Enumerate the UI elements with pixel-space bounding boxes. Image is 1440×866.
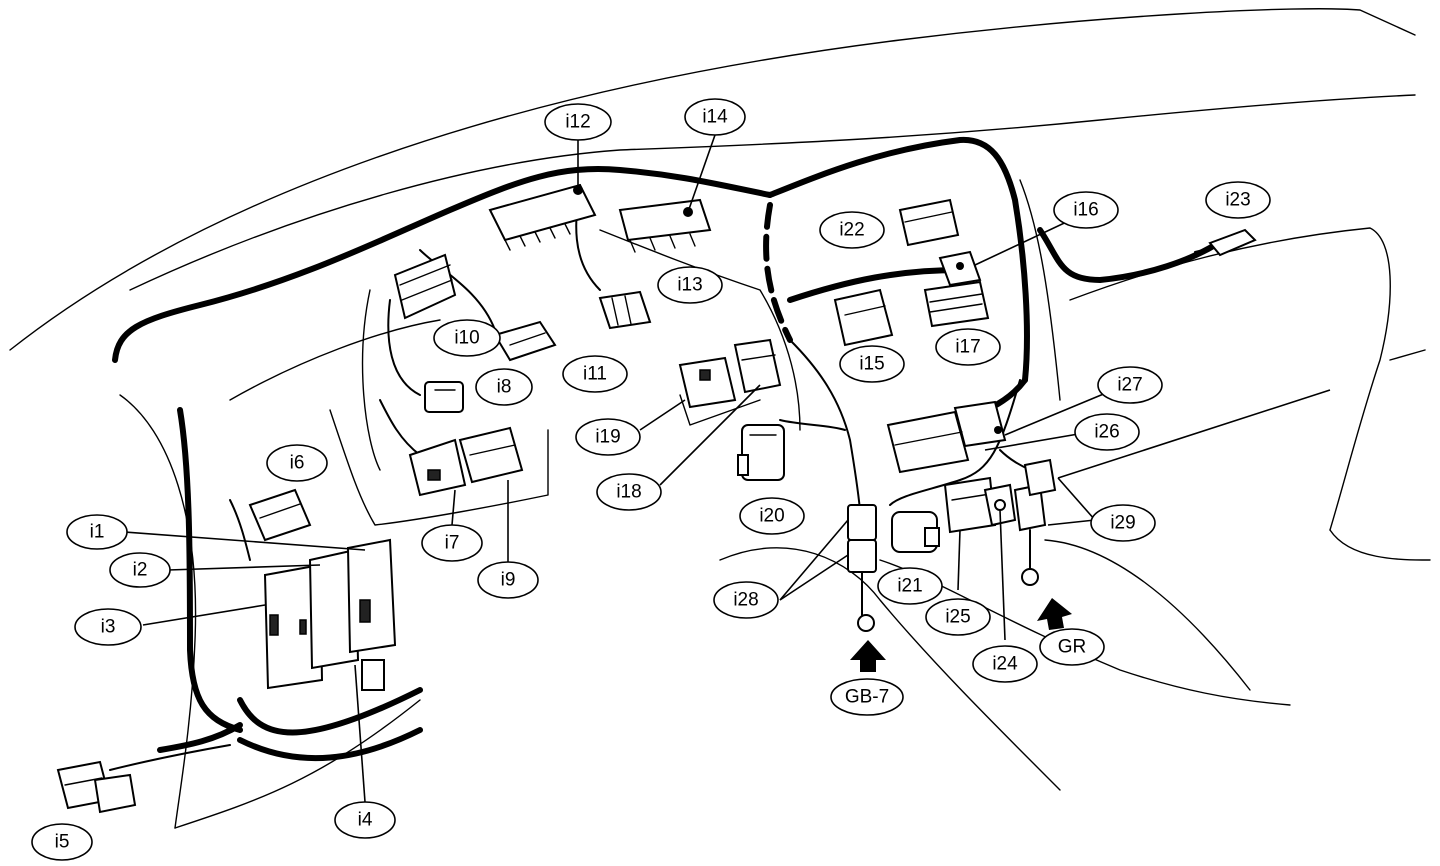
label-i26: i26: [1074, 413, 1140, 451]
label-i2: i2: [109, 552, 171, 588]
label-i12: i12: [544, 103, 612, 141]
connector-i7: [408, 438, 467, 497]
dashboard-outline: [9, 8, 1431, 829]
connector-i19: [678, 356, 737, 409]
gr-arrow-icon: [1037, 598, 1072, 630]
label-i22: i22: [819, 211, 885, 249]
label-i4: i4: [334, 801, 396, 839]
label-i18: i18: [596, 473, 662, 511]
label-text-i8: i8: [497, 377, 512, 398]
ground-arrows: [850, 598, 1072, 672]
connector-i29: [1013, 458, 1057, 586]
connector-i15: [833, 288, 894, 347]
label-text-gr: GR: [1058, 637, 1087, 658]
label-i20: i20: [739, 497, 805, 535]
label-text-i1: i1: [90, 522, 105, 543]
label-text-i22: i22: [839, 220, 864, 241]
label-text-i24: i24: [992, 654, 1018, 675]
label-text-i17: i17: [955, 337, 980, 358]
label-i8: i8: [475, 368, 533, 406]
connector-i21: [891, 511, 940, 553]
connector-i1-i4-block: [263, 538, 397, 691]
label-i5: i5: [31, 823, 93, 861]
label-text-i29: i29: [1110, 513, 1135, 534]
connector-i13: [598, 290, 652, 330]
label-text-gb7: GB-7: [845, 687, 889, 708]
label-text-i28: i28: [733, 590, 758, 611]
connector-i23: [1194, 228, 1257, 257]
label-text-i16: i16: [1073, 200, 1098, 221]
label-text-i7: i7: [445, 533, 460, 554]
connector-i22: [898, 198, 960, 247]
label-text-i14: i14: [702, 107, 728, 128]
label-i1: i1: [66, 514, 128, 550]
connector-i14: [618, 198, 712, 253]
label-text-i21: i21: [897, 576, 922, 597]
connector-i24: [983, 483, 1017, 527]
label-text-i15: i15: [859, 354, 884, 375]
connector-i16: [938, 250, 982, 287]
label-text-i26: i26: [1094, 422, 1119, 443]
connector-i8: [424, 381, 464, 413]
label-text-i20: i20: [759, 506, 784, 527]
label-i28: i28: [713, 581, 779, 619]
connector-i20: [737, 424, 785, 481]
connector-i11: [493, 320, 557, 362]
label-gb7: GB-7: [830, 678, 904, 716]
label-text-i23: i23: [1225, 190, 1250, 211]
label-i19: i19: [575, 418, 641, 456]
label-i13: i13: [657, 266, 723, 304]
label-text-i25: i25: [945, 607, 970, 628]
label-i27: i27: [1097, 366, 1163, 404]
label-text-i18: i18: [616, 482, 641, 503]
label-i15: i15: [839, 345, 905, 383]
connector-i17: [923, 280, 990, 328]
label-i7: i7: [421, 524, 483, 562]
label-i23: i23: [1205, 181, 1271, 219]
label-i11: i11: [562, 355, 628, 393]
label-i14: i14: [684, 98, 746, 136]
connectors: [56, 183, 1257, 814]
label-i16: i16: [1053, 191, 1119, 229]
label-i3: i3: [74, 608, 142, 646]
connector-i5: [56, 760, 137, 814]
label-text-i3: i3: [101, 617, 116, 638]
label-text-i19: i19: [595, 427, 620, 448]
label-text-i2: i2: [133, 560, 148, 581]
label-i9: i9: [477, 561, 539, 599]
connector-i9: [458, 426, 524, 484]
label-text-i9: i9: [501, 570, 516, 591]
connector-i28: [847, 504, 877, 632]
label-text-i12: i12: [565, 112, 590, 133]
connector-i26-i27: [886, 400, 1007, 474]
label-text-i4: i4: [358, 810, 373, 831]
leader-lines: [124, 134, 1331, 803]
main-harness: [112, 136, 1218, 762]
label-i24: i24: [972, 645, 1038, 683]
connector-i10: [393, 253, 457, 320]
label-i10: i10: [433, 319, 501, 357]
label-text-i11: i11: [583, 364, 607, 385]
branch-wires: [109, 184, 1031, 771]
label-text-i6: i6: [290, 453, 305, 474]
connector-i6: [248, 488, 312, 542]
label-i21: i21: [877, 567, 943, 605]
label-i17: i17: [935, 328, 1001, 366]
connector-i18: [733, 338, 782, 394]
label-text-i13: i13: [677, 275, 702, 296]
label-text-i5: i5: [55, 832, 70, 853]
label-i6: i6: [266, 444, 328, 482]
connector-i12: [488, 183, 597, 251]
label-i29: i29: [1090, 504, 1156, 542]
label-text-i27: i27: [1117, 375, 1142, 396]
label-i25: i25: [925, 598, 991, 636]
label-gr: GR: [1039, 628, 1105, 666]
gb7-arrow-icon: [850, 640, 886, 672]
label-text-i10: i10: [454, 328, 479, 349]
